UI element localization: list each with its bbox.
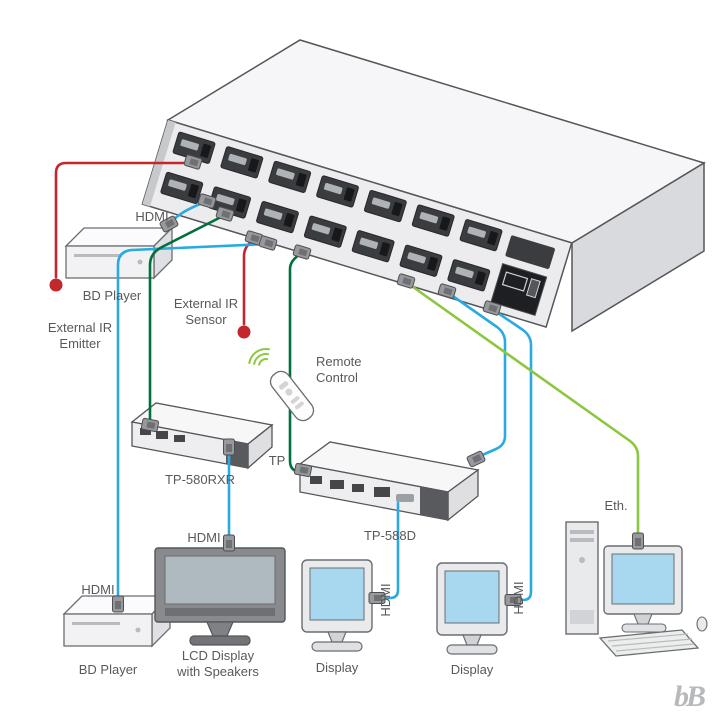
label-hdmi-display-left: HDMI bbox=[377, 583, 393, 617]
cable-ir-sensor bbox=[242, 238, 256, 326]
label-hdmi-top: HDMI bbox=[135, 209, 169, 224]
tp-580rxr-receiver bbox=[130, 402, 274, 470]
label-hdmi-lcd: HDMI bbox=[187, 530, 221, 545]
ethernet-plug bbox=[632, 532, 644, 550]
label-tp580rxr: TP-580RXR bbox=[164, 472, 236, 487]
cable-hdmi-display-right bbox=[490, 307, 533, 602]
cable-hdmi-tp588d-input bbox=[445, 290, 507, 458]
cable-hdmi-display-left bbox=[374, 501, 400, 600]
label-remote-control: Remote Control bbox=[316, 354, 362, 386]
label-ir-emitter: External IR Emitter bbox=[47, 320, 113, 352]
tp-plug bbox=[140, 417, 160, 433]
ir-waves-icon bbox=[248, 348, 270, 366]
label-bd-player-top: BD Player bbox=[82, 288, 142, 303]
lcd-display bbox=[154, 547, 286, 646]
hdmi-plug bbox=[465, 450, 487, 468]
label-lcd-display: LCD Display with Speakers bbox=[177, 648, 259, 680]
hdmi-plug bbox=[112, 595, 124, 613]
tp-588d-receiver bbox=[298, 441, 480, 522]
label-display-left: Display bbox=[315, 660, 359, 675]
hdmi-plug bbox=[223, 534, 235, 552]
display-left bbox=[301, 559, 373, 652]
hdmi-plug bbox=[223, 438, 235, 456]
label-bd-player-bottom: BD Player bbox=[78, 662, 138, 677]
computer-monitor bbox=[603, 545, 683, 633]
power-inlet bbox=[490, 263, 548, 316]
label-ir-sensor: External IR Sensor bbox=[173, 296, 239, 328]
cable-ethernet bbox=[404, 280, 640, 546]
cable-ir-emitter bbox=[54, 161, 195, 279]
label-tp: TP bbox=[268, 453, 286, 468]
label-display-right: Display bbox=[450, 662, 494, 677]
cable-tp-to-tp588d bbox=[288, 251, 306, 475]
cable-tp-to-tp580rxr bbox=[148, 213, 227, 430]
computer-tower bbox=[565, 521, 599, 635]
matrix-switcher bbox=[141, 39, 706, 333]
ir-emitter-bulb bbox=[49, 278, 63, 292]
label-hdmi-bottom: HDMI bbox=[81, 582, 115, 597]
label-tp588d: TP-588D bbox=[363, 528, 417, 543]
tp-plug bbox=[293, 462, 313, 478]
ir-sensor-bulb bbox=[237, 325, 251, 339]
label-eth: Eth. bbox=[604, 498, 628, 513]
display-right bbox=[436, 562, 508, 655]
computer-mouse bbox=[696, 616, 708, 632]
aux-port-block bbox=[505, 235, 555, 269]
logo-watermark: bB bbox=[674, 680, 706, 713]
label-hdmi-display-right: HDMI bbox=[510, 581, 526, 615]
cable-hdmi-source-bottom bbox=[116, 242, 270, 602]
remote-control bbox=[269, 370, 315, 422]
computer bbox=[565, 521, 708, 657]
computer-keyboard bbox=[598, 629, 700, 657]
